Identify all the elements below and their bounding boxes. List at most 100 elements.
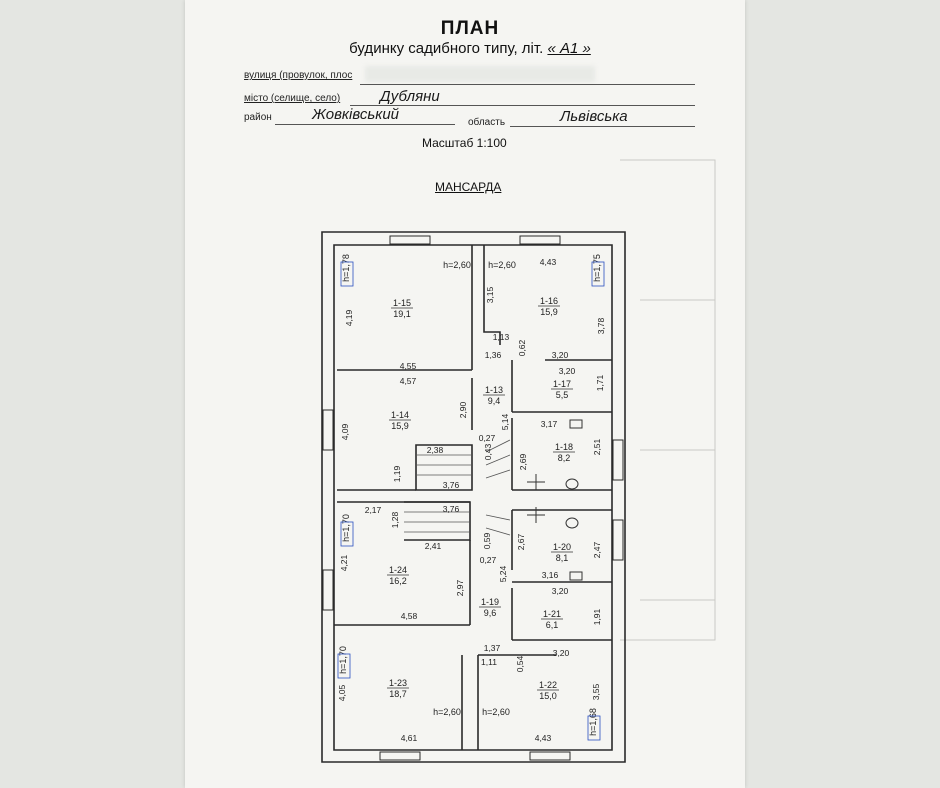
room-id: 1-15 [393,298,411,308]
dimension-label: 0,62 [517,339,527,356]
dimension-label: 0,59 [482,532,492,549]
dimension-label: 1,19 [392,465,402,482]
plan-subtitle: будинку садибного типу, літ. « А1 » [0,40,940,57]
dimension-label: 3,20 [559,366,576,376]
dimension-label: 3,16 [542,570,559,580]
district-label: район [244,112,272,123]
dimension-label: 4,55 [400,361,417,371]
dimension-label: 2,97 [455,579,465,596]
dimension-label: 3,76 [443,504,460,514]
dimension-label: 1,28 [390,511,400,528]
dimension-label: 4,05 [337,684,347,701]
room-id: 1-24 [389,565,407,575]
dimension-label: 4,43 [540,257,557,267]
dimension-label: 1,71 [595,374,605,391]
dimension-label: 2,90 [458,401,468,418]
shower-icon [527,507,545,523]
room-area: 8,2 [558,453,571,463]
window [519,235,561,245]
dimension-label: 4,09 [340,423,350,440]
dimension-label: 0,54 [515,655,525,672]
dimension-label: 3,15 [485,286,495,303]
ceiling-height: h=2,60 [433,707,461,717]
dimension-label: 4,57 [400,376,417,386]
shower-icon [527,474,545,490]
street-label: вулиця (провулок, плос [244,70,353,81]
room-id: 1-19 [481,597,499,607]
room-id: 1-21 [543,609,561,619]
windows [322,235,624,761]
room-area: 9,6 [484,608,497,618]
window [379,751,421,761]
dimension-label: 1,13 [493,332,510,342]
wall-16-left [483,245,501,345]
plan-title: ПЛАН [440,18,500,39]
room-id: 1-13 [485,385,503,395]
subtitle-prefix: будинку садибного типу, літ. [349,40,544,57]
window [612,519,624,561]
window [389,235,431,245]
bleed-through-lines [620,159,716,641]
dimension-label: 4,19 [344,309,354,326]
ceiling-height: h=2,60 [482,707,510,717]
fixtures [527,419,583,581]
room-id: 1-18 [555,442,573,452]
district-underline [275,124,455,125]
room-area: 5,5 [556,390,569,400]
street-underline [360,84,695,85]
room-id: 1-17 [553,379,571,389]
dimension-label: 0,43 [483,443,493,460]
room-id: 1-22 [539,680,557,690]
dimension-label: 3,76 [443,480,460,490]
room-id: 1-23 [389,678,407,688]
dimension-label: 3,20 [553,648,570,658]
height-box [340,261,354,287]
ceiling-height: h=1,75 [592,254,602,282]
room-area: 9,4 [488,396,501,406]
plan-walls [321,231,626,763]
region-value: Львівська [560,108,628,125]
subtitle-lit: « А1 » [547,40,591,57]
dimension-label: 2,67 [516,533,526,550]
room-area: 6,1 [546,620,559,630]
dimension-label: 2,47 [592,541,602,558]
room-id: 1-16 [540,296,558,306]
dimension-label: 5,24 [498,565,508,582]
dimension-label: 2,51 [592,438,602,455]
dimension-label: 4,21 [339,554,349,571]
height-box [587,715,601,741]
sink-icon [569,419,583,429]
redaction-mask [365,66,595,82]
dimension-label: 1,11 [481,657,497,667]
ceiling-height: h=1,78 [341,254,351,282]
scale-label: Масштаб 1:100 [422,136,507,150]
district-value: Жовківський [312,106,399,123]
inner-wall-outline [333,244,613,751]
city-label: місто (селище, село) [244,93,341,104]
dimension-label: 1,36 [485,350,502,360]
toilet-icon [565,517,579,529]
dimension-label: 1,91 [592,608,602,625]
room-id: 1-14 [391,410,409,420]
ceiling-height: h=1,70 [341,514,351,542]
dimension-label: 3,78 [596,317,606,334]
room-area: 15,0 [539,691,557,701]
dimension-label: 3,20 [552,586,569,596]
height-box [591,261,605,287]
room-area: 15,9 [540,307,558,317]
dimension-label: 5,14 [500,413,510,430]
city-underline [350,105,695,106]
sink-icon [569,571,583,581]
outer-wall [321,231,626,763]
toilet-icon [565,478,579,490]
height-box [340,521,354,547]
dimension-label: 3,55 [591,683,601,700]
dimension-label: 0,27 [479,433,496,443]
window [612,439,624,481]
stair-lower-box [404,501,471,541]
dimension-label: 3,20 [552,350,569,360]
room-area: 18,7 [389,689,407,699]
dimension-label: 2,41 [425,541,442,551]
paper-sheet [185,0,745,788]
